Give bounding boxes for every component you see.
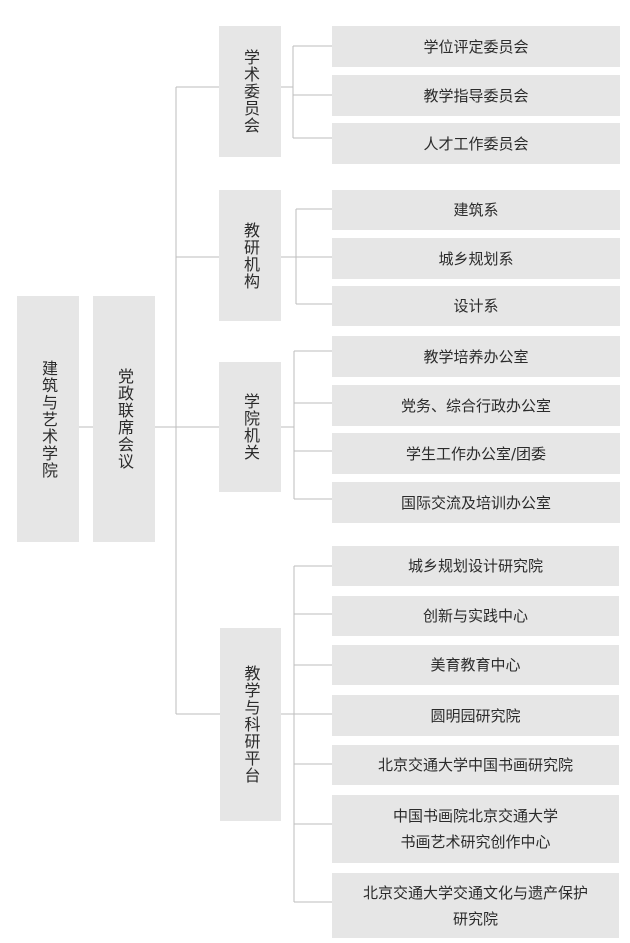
item-label: 建筑系 <box>453 201 499 219</box>
item-box: 国际交流及培训办公室 <box>332 482 620 523</box>
root-label: 建筑与艺术学院 <box>39 359 58 479</box>
item-label: 教学指导委员会 <box>423 86 529 105</box>
item-box: 教学指导委员会 <box>332 75 620 116</box>
item-box: 城乡规划系 <box>332 238 620 279</box>
item-label: 国际交流及培训办公室 <box>400 493 551 512</box>
item-label: 城乡规划系 <box>438 249 514 268</box>
item-label: 创新与实践中心 <box>422 607 528 625</box>
item-box: 美育教育中心 <box>332 645 619 685</box>
group-platforms: 教学与科研平台 <box>220 628 281 821</box>
council-label: 党政联席会议 <box>115 368 134 470</box>
group-label: 教学与科研平台 <box>241 665 261 784</box>
item-box: 设计系 <box>332 286 620 326</box>
item-box: 人才工作委员会 <box>332 123 620 164</box>
item-box: 建筑系 <box>332 190 620 230</box>
item-box: 学位评定委员会 <box>332 26 620 67</box>
group-label: 学术委员会 <box>241 49 260 134</box>
council-node: 党政联席会议 <box>93 296 155 542</box>
item-label: 北京交通大学中国书画研究院 <box>377 756 573 774</box>
item-label: 学位评定委员会 <box>423 37 529 56</box>
group-academic-committee: 学术委员会 <box>219 26 281 157</box>
item-box: 圆明园研究院 <box>332 695 619 736</box>
item-label: 圆明园研究院 <box>430 706 521 725</box>
item-label: 党务、综合行政办公室 <box>400 396 551 415</box>
item-box: 教学培养办公室 <box>332 336 620 377</box>
item-label: 城乡规划设计研究院 <box>407 557 543 575</box>
group-college-offices: 学院机关 <box>219 362 281 492</box>
group-teaching-research: 教研机构 <box>219 190 281 321</box>
item-box: 中国书画院北京交通大学 书画艺术研究创作中心 <box>332 795 619 863</box>
item-box: 党务、综合行政办公室 <box>332 385 620 426</box>
root-node: 建筑与艺术学院 <box>17 296 79 542</box>
item-label: 北京交通大学交通文化与遗产保护 研究院 <box>362 883 588 928</box>
item-box: 北京交通大学交通文化与遗产保护 研究院 <box>332 873 619 938</box>
item-box: 创新与实践中心 <box>332 596 619 636</box>
group-label: 学院机关 <box>241 393 260 461</box>
item-label: 设计系 <box>453 297 499 315</box>
item-box: 学生工作办公室/团委 <box>332 433 620 474</box>
item-box: 城乡规划设计研究院 <box>332 546 619 586</box>
item-label: 教学培养办公室 <box>423 347 529 366</box>
item-label: 学生工作办公室/团委 <box>405 444 547 463</box>
item-label: 中国书画院北京交通大学 书画艺术研究创作中心 <box>392 807 558 851</box>
item-box: 北京交通大学中国书画研究院 <box>332 745 619 785</box>
item-label: 美育教育中心 <box>430 656 521 674</box>
item-label: 人才工作委员会 <box>423 134 529 153</box>
group-label: 教研机构 <box>241 221 260 290</box>
